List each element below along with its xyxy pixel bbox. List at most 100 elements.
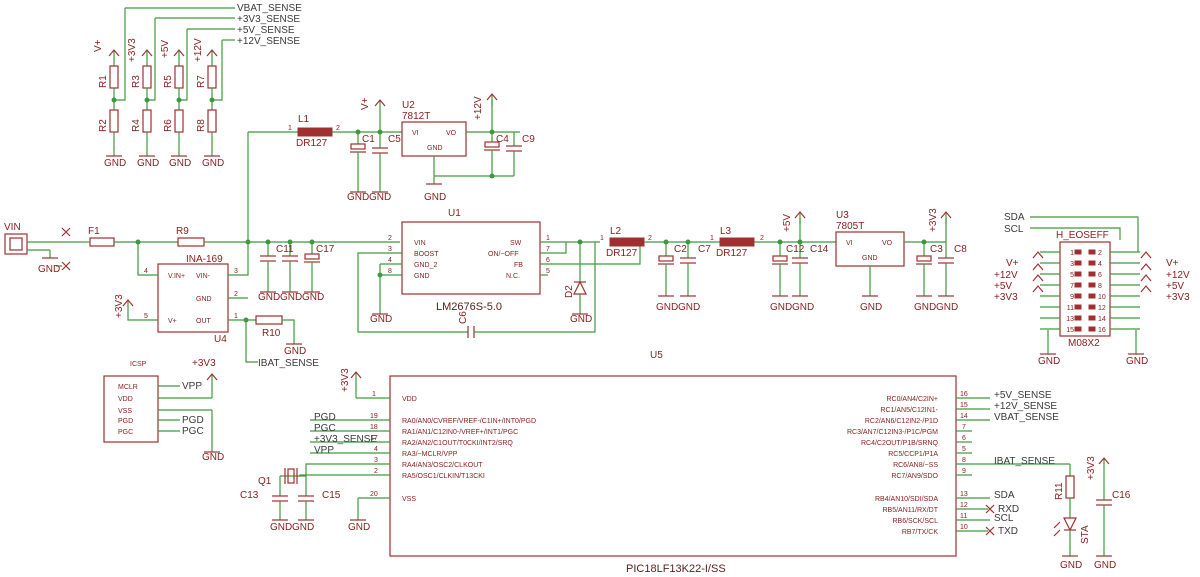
pin-u5-rc6: RC6/AN8/~SS — [893, 462, 938, 469]
svg-text:2: 2 — [234, 291, 238, 298]
icsp-connector — [103, 373, 221, 453]
power-label-5v-r5: +5V — [160, 40, 171, 58]
pin-u4-out: OUT — [196, 318, 212, 325]
svg-text:7: 7 — [962, 424, 966, 431]
svg-text:2: 2 — [760, 235, 764, 242]
divider-r1-r2 — [105, 49, 123, 157]
divider-r3-r4 — [138, 49, 156, 157]
label-c16: C16 — [1112, 490, 1131, 501]
header-pin-pad — [1074, 293, 1082, 299]
header-pin-number: 5 — [1070, 272, 1074, 279]
label-r9: R9 — [176, 226, 189, 237]
pin-icsp-pgd: PGD — [118, 418, 133, 425]
svg-text:8: 8 — [962, 457, 966, 464]
gnd-label-c16: GND — [1094, 560, 1116, 571]
power-label-3v3-u5: +3V3 — [340, 368, 351, 392]
header-pin-number: 4 — [1098, 261, 1102, 268]
pin-u1-fb: FB — [514, 262, 523, 269]
gnd-label-header-left: GND — [1038, 356, 1060, 367]
pin-icsp-vdd: VDD — [118, 396, 133, 403]
net-label-12v-sense-u5: +12V_SENSE — [994, 401, 1057, 412]
label-q1: Q1 — [258, 476, 272, 487]
pin-u1-nc: N.C. — [506, 273, 520, 280]
gnd-label-r4: GND — [137, 158, 159, 169]
pin-u1-gnd: GND — [414, 273, 430, 280]
value-header: M08X2 — [1068, 338, 1100, 349]
header-pin-pad — [1088, 293, 1096, 299]
label-c13: C13 — [240, 490, 259, 501]
power-label-3v3-u4: +3V3 — [114, 294, 125, 318]
power-label-12v-u2: +12V — [473, 96, 484, 120]
svg-text:19: 19 — [370, 413, 378, 420]
header-pin-number: 9 — [1070, 294, 1074, 301]
status-led — [1053, 464, 1079, 557]
power-label-12v-header-right: +12V — [1166, 270, 1190, 281]
pin-u4-vp: V+ — [168, 318, 177, 325]
pin-u5-ra0: RA0/AN0/CVREF/VREF-/C1IN+/INT0/PGD — [402, 418, 536, 425]
regulator-u1 — [357, 221, 641, 338]
value-l2: DR127 — [606, 248, 638, 259]
net-label-pgc-icsp: PGC — [182, 426, 204, 437]
svg-text:1: 1 — [546, 235, 550, 242]
label-c14: C14 — [810, 244, 829, 255]
net-label-vpp-icsp: VPP — [182, 381, 202, 392]
pin-u4-gnd: GND — [196, 296, 212, 303]
header-pin-number: 14 — [1098, 316, 1106, 323]
header-pin-number: 11 — [1067, 305, 1074, 312]
power-label-12v-header-left: +12V — [994, 270, 1018, 281]
diode-d2 — [571, 239, 589, 315]
pin-u2-vi: VI — [412, 130, 419, 137]
pin-u4-vinp: V.IN+ — [168, 273, 185, 280]
pin-u5-rb7: RB7/TX/CK — [902, 529, 939, 536]
current-sensor-u4 — [122, 242, 303, 363]
svg-text:6: 6 — [546, 257, 550, 264]
divider-r5-r6 — [170, 49, 188, 157]
inductor-l2 — [609, 237, 720, 247]
pin-u5-rc1: RC1/AN5/C12IN1- — [880, 407, 938, 414]
power-label-3v3-u3: +3V3 — [928, 208, 939, 232]
pin-u4-vinm: VIN- — [196, 273, 211, 280]
header-pin-pad — [1074, 249, 1082, 255]
pin-u1-gnd2: GND_2 — [414, 262, 437, 269]
power-label-3v3-c16: +3V3 — [1086, 456, 1097, 480]
header-pin-pad — [1074, 326, 1082, 332]
svg-text:2: 2 — [648, 235, 652, 242]
regulator-u2 — [401, 121, 520, 185]
pin-u5-rc4: RC4/C2OUT/P1B/SRNQ — [861, 440, 939, 447]
power-label-vplus-header-right: V+ — [1166, 258, 1179, 269]
svg-text:12: 12 — [960, 502, 968, 509]
net-label-sda-header: SDA — [1004, 212, 1025, 223]
cap-c4-c9 — [483, 93, 523, 176]
net-label-3v3-sense: +3V3_SENSE — [237, 14, 300, 25]
power-label-3v3-r3: +3V3 — [127, 38, 138, 62]
pin-icsp-pgc: PGC — [118, 429, 133, 436]
supply-arrow-icon — [1032, 274, 1044, 282]
header-pin-pad — [1088, 326, 1096, 332]
divider-r7-r8 — [203, 49, 221, 157]
svg-text:16: 16 — [960, 391, 968, 398]
net-label-vpp-u5: VPP — [314, 445, 334, 456]
header-pin-pad — [1074, 282, 1082, 288]
pin-icsp-vss: VSS — [118, 408, 132, 415]
label-c7: C7 — [698, 244, 711, 255]
pin-u5-ra3: RA3/~MCLR/VPP — [402, 451, 458, 458]
header-pin-pad — [1088, 271, 1096, 277]
header-pin-pad — [1074, 271, 1082, 277]
header-pin-pad — [1088, 315, 1096, 321]
svg-text:2: 2 — [388, 235, 392, 242]
power-label-5v-u3: +5V — [782, 214, 793, 232]
pin-u2-gnd: GND — [427, 145, 443, 152]
svg-text:3: 3 — [388, 246, 392, 253]
label-l3: L3 — [720, 226, 732, 237]
pin-u5-ra2: RA2/AN2/C1OUT/T0CKI/INT2/SRQ — [402, 440, 513, 447]
inductor-l1 — [247, 127, 402, 242]
value-u1: LM2676S-5.0 — [436, 301, 502, 313]
label-c2: C2 — [674, 244, 687, 255]
label-vin: VIN — [4, 222, 21, 233]
svg-text:8: 8 — [388, 268, 392, 275]
value-l3: DR127 — [716, 248, 748, 259]
vin-connector — [4, 227, 80, 271]
gnd-label-r10: GND — [284, 346, 306, 357]
